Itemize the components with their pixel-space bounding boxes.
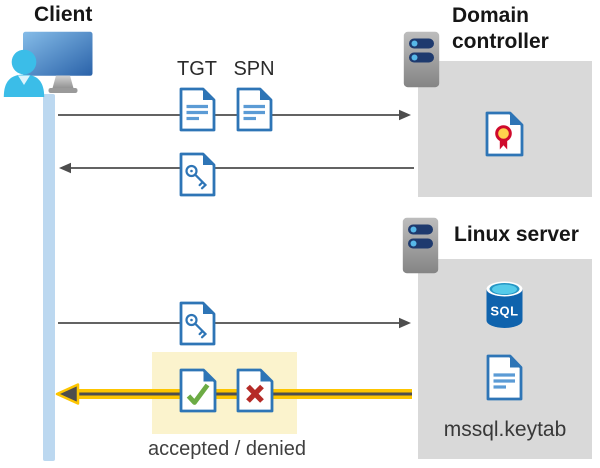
certificate-document-icon <box>485 111 524 157</box>
keytab-filename-label: mssql.keytab <box>443 418 567 441</box>
person-icon <box>3 49 45 97</box>
tgt-document-icon <box>179 87 216 132</box>
sql-database-icon: SQL <box>486 281 523 328</box>
tgt-label: TGT <box>177 58 217 80</box>
result-highlight-box <box>152 352 297 434</box>
arrow-client-to-linux-server <box>58 317 411 329</box>
linux-server-icon <box>402 217 439 274</box>
domain-controller-label-line2: controller <box>452 30 549 53</box>
ticket-key-document-icon <box>179 301 216 346</box>
client-device-icon <box>3 31 93 97</box>
domain-controller-label: Domain controller <box>452 3 549 55</box>
domain-controller-server-icon <box>403 31 440 88</box>
ticket-key-document-icon <box>179 152 216 197</box>
spn-label: SPN <box>233 58 275 80</box>
sql-icon-label: SQL <box>490 304 518 319</box>
monitor-icon <box>23 31 93 93</box>
arrow-domain-controller-to-client <box>59 162 414 174</box>
spn-document-icon <box>236 87 273 132</box>
denied-document-icon <box>236 368 274 413</box>
keytab-document-icon <box>486 354 523 401</box>
client-label: Client <box>34 3 93 26</box>
client-lifeline <box>43 94 55 461</box>
domain-controller-label-line1: Domain <box>452 4 530 27</box>
accepted-denied-label: accepted / denied <box>148 438 306 460</box>
linux-server-label: Linux server <box>454 223 579 246</box>
accepted-document-icon <box>179 368 217 413</box>
